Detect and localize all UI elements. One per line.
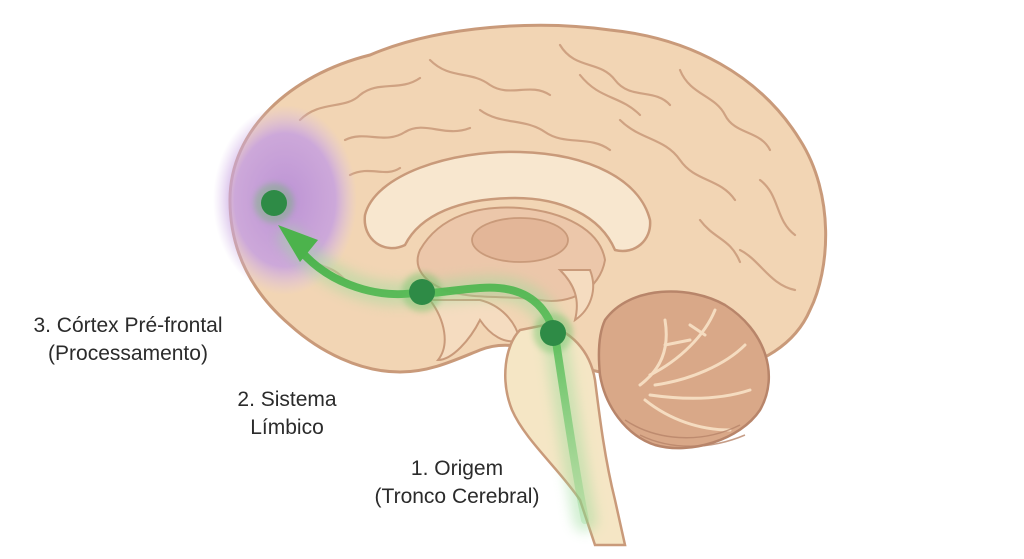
limbic-structures — [428, 299, 522, 362]
cerebellum-folia — [624, 419, 746, 447]
node-prefrontal — [254, 183, 294, 223]
pathway-arrow — [296, 246, 589, 524]
label-prefrontal-line2: (Processamento) — [48, 342, 208, 365]
corpus-callosum — [363, 150, 652, 253]
label-origin-line2: (Tronco Cerebral) — [374, 485, 540, 508]
fornix — [557, 269, 595, 323]
node-limbic — [402, 272, 442, 312]
arrowhead — [278, 225, 318, 262]
node-brainstem — [533, 313, 573, 353]
label-origin-line1: 1. Origem — [410, 457, 504, 480]
label-limbic-line1: 2. Sistema — [237, 388, 337, 411]
thalamus — [471, 217, 569, 263]
label-prefrontal-cortex: 3. Córtex Pré-frontal (Processamento) — [8, 312, 248, 368]
label-prefrontal-line1: 3. Córtex Pré-frontal — [33, 314, 223, 337]
cerebellum — [597, 290, 770, 450]
arbor-vitae — [638, 308, 752, 432]
label-limbic-system: 2. Sistema Límbico — [212, 386, 362, 442]
label-origin-brainstem: 1. Origem (Tronco Cerebral) — [352, 455, 562, 511]
label-limbic-line2: Límbico — [250, 416, 324, 439]
